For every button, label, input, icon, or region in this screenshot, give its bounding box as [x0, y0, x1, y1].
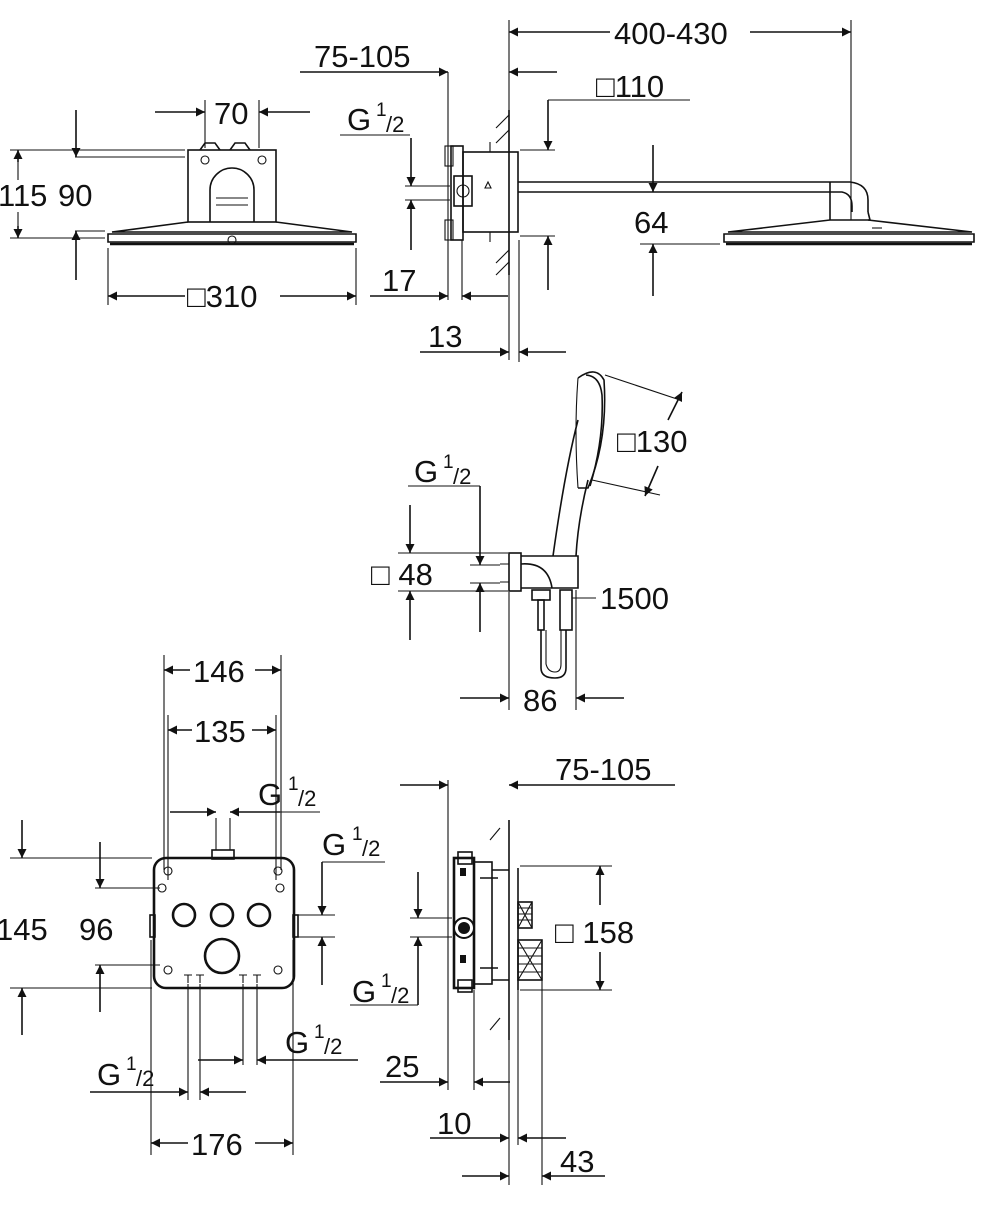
- dim-145: 145: [0, 912, 48, 947]
- dim-70: 70: [214, 96, 248, 131]
- dim-400-430: 400-430: [614, 16, 728, 51]
- valve-front-dimensions: 146 135 G 1 /2 G 1 /2 145 96 G: [0, 654, 385, 1162]
- dim-43: 43: [560, 1144, 594, 1179]
- thread-den-hand: /2: [453, 464, 471, 489]
- dim-1500: 1500: [600, 581, 669, 616]
- thread-label-valve-bl: G: [97, 1057, 121, 1092]
- thread-label-valve-br: G: [285, 1025, 309, 1060]
- thread-num-side: 1: [376, 100, 387, 121]
- head-shower-front-view: [107, 142, 357, 246]
- dim-135: 135: [194, 714, 246, 749]
- dim-17: 17: [382, 263, 416, 298]
- thread-num-valve-bl: 1: [126, 1054, 137, 1075]
- thread-label-valve-right: G: [322, 827, 346, 862]
- thread-num-valve-br: 1: [314, 1022, 325, 1043]
- dim-25: 25: [385, 1049, 419, 1084]
- dim-146: 146: [193, 654, 245, 689]
- thread-num-valve-side: 1: [381, 971, 392, 992]
- thread-num-hand: 1: [443, 452, 454, 473]
- top-view-dimensions: 70 115 90 □310: [0, 96, 357, 314]
- dim-115: 115: [0, 178, 47, 213]
- valve-front-view: [149, 818, 299, 990]
- thread-label-side: G: [347, 102, 371, 137]
- dim-130: □130: [617, 424, 687, 459]
- dim-75-105-top: 75-105: [314, 39, 411, 74]
- thread-den-valve-top: /2: [298, 786, 316, 811]
- thread-den-valve-right: /2: [362, 836, 380, 861]
- dim-176: 176: [191, 1127, 243, 1162]
- dim-158: □ 158: [555, 915, 634, 950]
- dim-64: 64: [634, 205, 668, 240]
- hand-shower-view: [500, 371, 681, 679]
- thread-num-valve-right: 1: [352, 824, 363, 845]
- thread-label-valve-side: G: [352, 974, 376, 1009]
- thread-den-valve-br: /2: [324, 1034, 342, 1059]
- dim-13: 13: [428, 319, 462, 354]
- thread-num-valve-top: 1: [288, 774, 299, 795]
- dim-75-105-bottom: 75-105: [555, 752, 652, 787]
- valve-side-view: [452, 820, 543, 1040]
- thread-den-side: /2: [386, 112, 404, 137]
- valve-side-dimensions: 75-105 □ 158 G 1 /2 25 10 43: [350, 752, 675, 1185]
- dim-90: 90: [58, 178, 92, 213]
- dim-310: □310: [187, 279, 257, 314]
- side-view-dimensions: 400-430 75-105 G 1 /2 □110 64 17 13: [300, 16, 852, 362]
- thread-den-valve-bl: /2: [136, 1066, 154, 1091]
- dim-10: 10: [437, 1106, 471, 1141]
- thread-den-valve-side: /2: [391, 983, 409, 1008]
- dim-86: 86: [523, 683, 557, 718]
- dim-110: □110: [596, 69, 664, 104]
- thread-label-hand: G: [414, 454, 438, 489]
- hand-shower-dimensions: □130 G 1 /2 □ 48 1500 86: [371, 391, 687, 718]
- dim-48: □ 48: [371, 557, 433, 592]
- thread-label-valve-top: G: [258, 777, 282, 812]
- dim-96: 96: [79, 912, 113, 947]
- head-shower-side-view: [444, 110, 975, 276]
